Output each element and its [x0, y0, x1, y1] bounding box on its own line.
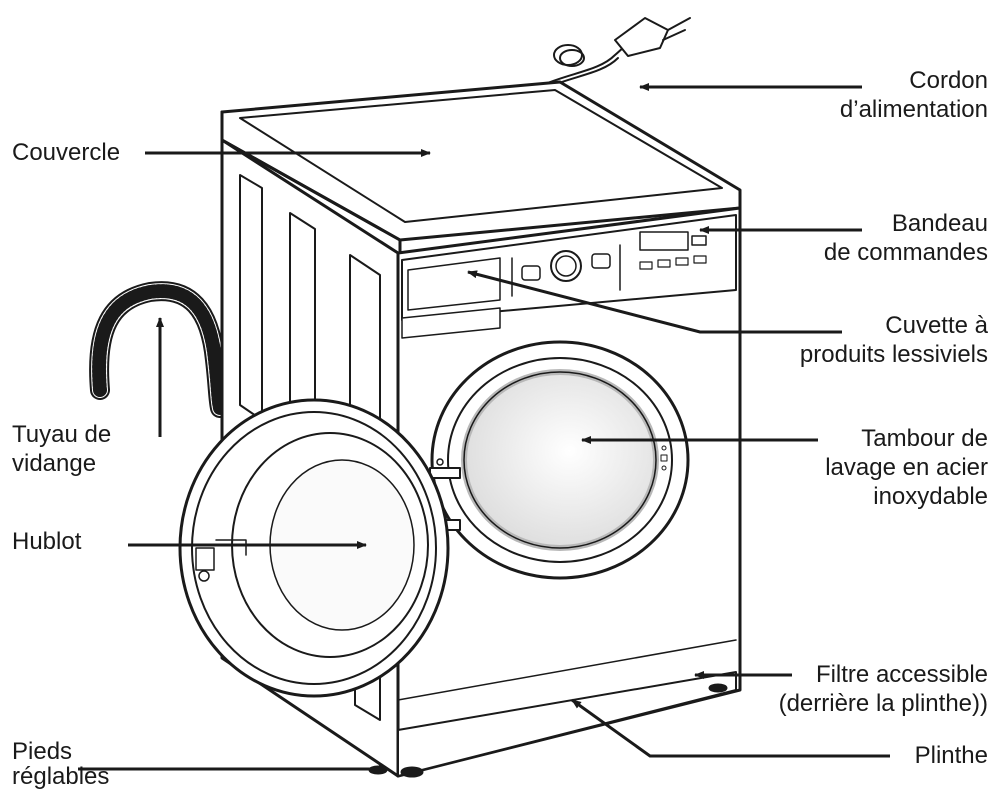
label-tambour: Tambour de lavage en acier inoxydable [825, 425, 988, 510]
label-plinthe: Plinthe [914, 742, 988, 769]
washing-machine-drawing [89, 17, 742, 778]
power-cord [544, 17, 691, 88]
leader-plinthe [571, 698, 890, 758]
leader-cuvette [467, 270, 842, 334]
label-cordon: Cordon d’alimentation [839, 67, 988, 123]
label-couvercle: Couvercle [12, 139, 121, 166]
plinth [397, 671, 737, 777]
label-cuvette: Cuvette à produits lessiviels [799, 312, 988, 368]
label-tuyau: Tuyau de vidange [12, 421, 112, 477]
label-bandeau: Bandeau de commandes [823, 210, 988, 266]
label-pieds: Pieds réglables [12, 738, 110, 790]
drum [430, 340, 690, 580]
door [178, 398, 450, 698]
leader-lines [78, 83, 890, 773]
label-filtre: Filtre accessible (derrière la plinthe)) [778, 661, 988, 717]
drain-hose [89, 281, 230, 418]
label-hublot: Hublot [12, 528, 82, 555]
